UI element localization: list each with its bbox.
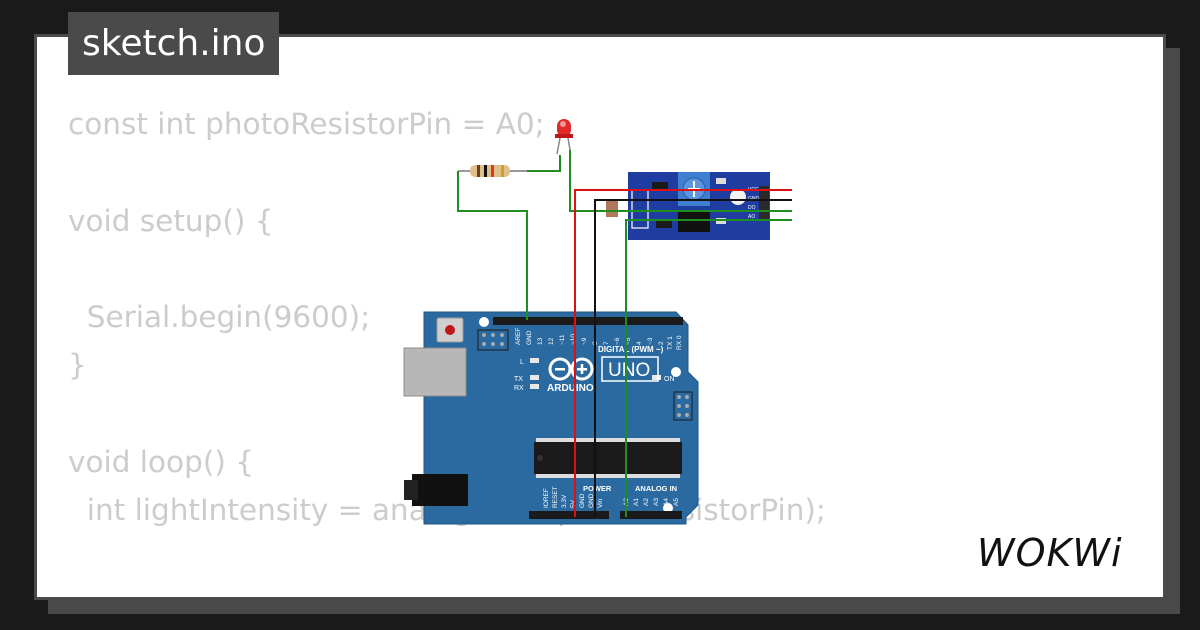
pin-label: GND xyxy=(526,330,533,345)
led-on-label: ON xyxy=(664,376,675,383)
pin-label: ~11 xyxy=(559,334,566,345)
led-l xyxy=(530,358,539,363)
led-tx xyxy=(530,375,539,380)
pin-label: A5 xyxy=(673,498,680,506)
pin-label: GND xyxy=(579,493,586,508)
arduino-uno-board[interactable]: AREF GND 13 12 ~11 ~10 ~9 8 7 ~6 ~5 4 ~3… xyxy=(403,311,699,525)
digital-label: DIGITAL (PWM ~) xyxy=(598,345,664,354)
pin-label: ~5 xyxy=(625,337,632,345)
mount-hole xyxy=(479,317,489,327)
wire-green xyxy=(527,155,561,172)
power-header xyxy=(529,511,609,519)
pin-label: Vin xyxy=(597,498,604,508)
led-rx xyxy=(530,384,539,389)
sensor-resistor xyxy=(606,199,618,217)
pin-label: ~3 xyxy=(647,337,654,345)
wokwi-logo: WOKWi xyxy=(977,531,1123,575)
file-tab-label: sketch.ino xyxy=(82,23,266,64)
pin-label: ~6 xyxy=(614,337,621,345)
led-rx-label: RX xyxy=(514,385,524,392)
pin-label: 13 xyxy=(537,337,544,345)
mount-hole xyxy=(663,503,673,513)
pin-label: A3 xyxy=(653,498,660,506)
led-on xyxy=(652,375,661,380)
analog-header xyxy=(620,511,682,519)
wire-green xyxy=(457,171,528,320)
pin-label: 3.3V xyxy=(561,494,568,508)
arduino-logo xyxy=(548,357,594,381)
pin-label: 7 xyxy=(603,341,610,345)
pin-label: IOREF xyxy=(543,488,550,508)
pin-label: RX 0 xyxy=(676,335,683,350)
pin-label: ~9 xyxy=(581,337,588,345)
file-tab[interactable]: sketch.ino xyxy=(68,12,280,75)
photoresistor xyxy=(730,189,746,205)
pin-label: GND xyxy=(588,493,595,508)
analog-label: ANALOG IN xyxy=(635,484,677,493)
pin-label: TX 1 xyxy=(667,336,674,350)
led-tx-label: TX xyxy=(514,376,523,383)
icsp-header xyxy=(477,329,509,351)
red-led[interactable] xyxy=(555,119,573,155)
pin-label: AO xyxy=(748,214,755,220)
wire-red xyxy=(574,189,792,517)
wires xyxy=(457,150,792,517)
power-label: POWER xyxy=(583,484,612,493)
pin-label: 2 xyxy=(658,341,665,345)
usb-port xyxy=(403,347,467,397)
wokwi-logo-text: WOKWi xyxy=(977,531,1123,575)
pin-label: AREF xyxy=(515,328,522,345)
pin-label: A1 xyxy=(633,498,640,506)
code-line: } xyxy=(68,348,87,383)
board-model: UNO xyxy=(608,360,650,381)
pin-label: RESET xyxy=(552,486,559,508)
pin-label: DO xyxy=(748,205,756,211)
digital-header xyxy=(493,317,683,325)
power-jack xyxy=(412,474,468,506)
resistor[interactable] xyxy=(458,165,527,177)
pin-label: A4 xyxy=(663,498,670,506)
ldr-sensor-module[interactable]: VCC GND DO AO xyxy=(628,172,770,240)
power-pin-labels: IOREF RESET 3.3V 5V GND GND Vin xyxy=(543,486,604,508)
wire-green xyxy=(569,150,638,212)
sensor-header xyxy=(759,186,769,220)
icsp-header xyxy=(673,391,693,421)
pin-label: ~10 xyxy=(570,334,577,345)
board-brand: ARDUINO xyxy=(547,383,594,394)
mount-hole xyxy=(671,367,681,377)
code-line: void setup() { xyxy=(68,203,274,238)
pin-label: 4 xyxy=(636,341,643,345)
led-l-label: L xyxy=(520,359,524,366)
code-line: const int photoResistorPin = A0; xyxy=(68,107,545,141)
pin-label: 5V xyxy=(570,499,577,508)
atmega-chip xyxy=(534,438,682,478)
model-box xyxy=(601,356,659,382)
pin-label: A2 xyxy=(643,498,650,506)
code-block: const int photoResistorPin = A0; void se… xyxy=(68,100,968,535)
pin-label: 12 xyxy=(548,337,555,345)
wire-black xyxy=(594,199,792,517)
wire-green xyxy=(625,219,792,517)
code-line: void loop() { xyxy=(68,445,254,480)
code-line: Serial.begin(9600); xyxy=(68,300,371,335)
